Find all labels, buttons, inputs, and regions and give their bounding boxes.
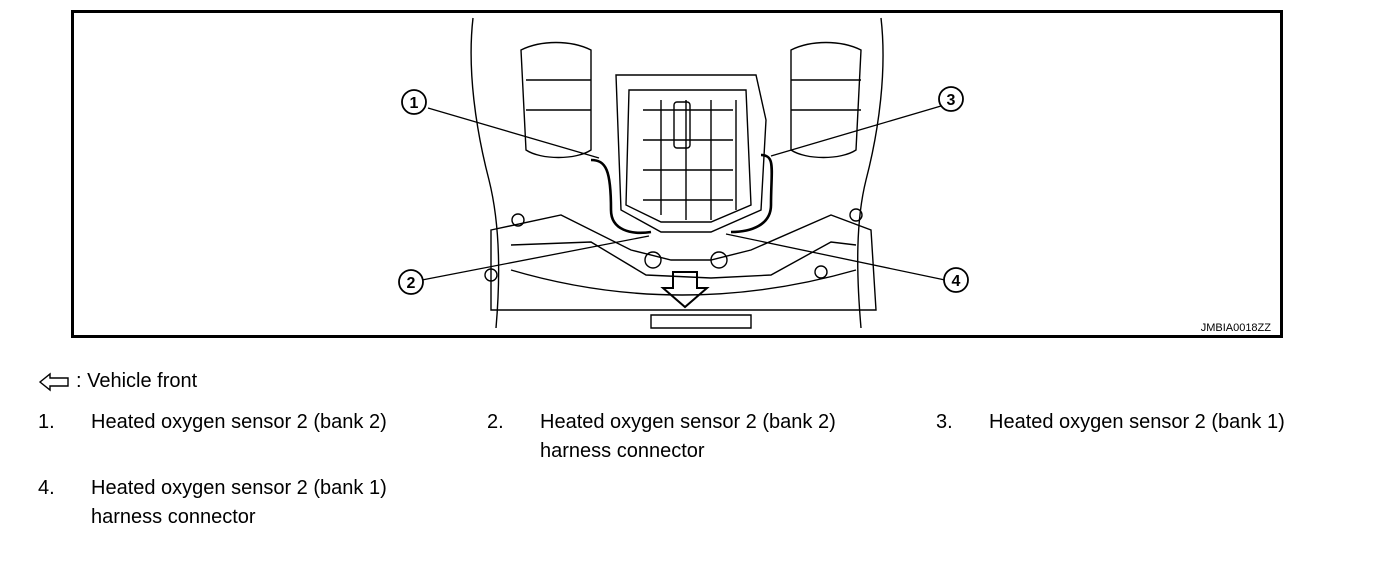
callout-leaders	[421, 105, 946, 281]
item-text-line2: harness connector	[540, 440, 705, 462]
item-number: 3.	[936, 411, 953, 433]
svg-text:4: 4	[952, 273, 961, 290]
vehicle-front-legend: : Vehicle front	[38, 370, 197, 393]
callout-2: 2	[398, 269, 424, 295]
item-number: 4.	[38, 477, 55, 499]
diagram-frame: 1 2 3 4 JMBIA0018ZZ	[71, 10, 1283, 338]
item-text: Heated oxygen sensor 2 (bank 1)	[989, 411, 1285, 433]
item-text: Heated oxygen sensor 2 (bank 1)	[91, 477, 387, 499]
svg-text:2: 2	[407, 275, 416, 292]
item-text-line2: harness connector	[91, 506, 256, 528]
callout-4: 4	[943, 267, 969, 293]
callout-3: 3	[938, 86, 964, 112]
arrow-left-outline-icon	[38, 372, 72, 392]
item-text: Heated oxygen sensor 2 (bank 2)	[91, 411, 387, 433]
item-number: 2.	[487, 411, 504, 433]
underbody-drawing	[470, 17, 884, 329]
figure-code: JMBIA0018ZZ	[1200, 322, 1271, 334]
item-number: 1.	[38, 411, 55, 433]
engine-underside-illustration: 1 2 3 4	[71, 10, 1283, 338]
svg-text:1: 1	[410, 95, 419, 112]
item-text: Heated oxygen sensor 2 (bank 2)	[540, 411, 836, 433]
callout-1: 1	[401, 89, 427, 115]
legend-text: : Vehicle front	[76, 370, 198, 392]
svg-text:3: 3	[947, 92, 956, 109]
